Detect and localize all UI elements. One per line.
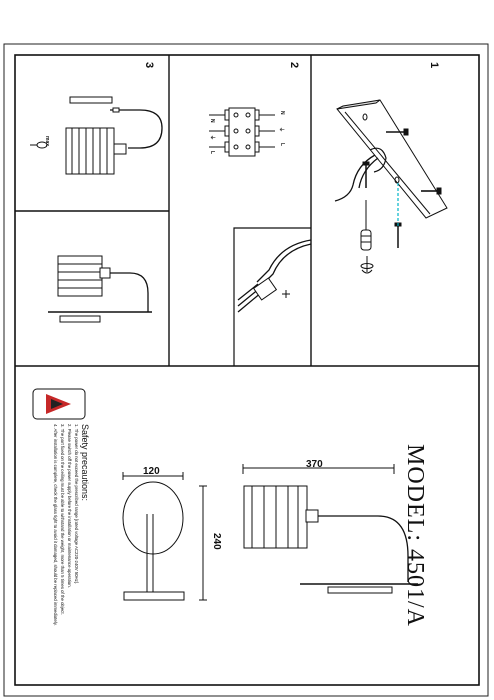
wire-label-earth-right: ⏚ [278,127,284,133]
step1-mounting-drawing [334,99,448,274]
safety-line-1: 1. The power do not exceed the prescribe… [74,424,79,585]
dimension-height-label: 240 [211,533,222,550]
safety-line-2: 2. Please switch off the power supply be… [67,424,72,588]
safety-line-4: 4. After installation is complete, check… [53,424,58,626]
model-title: MODEL: 4501/A [402,444,428,627]
wire-label-n-left: N [209,119,215,123]
wire-label-n-right: N [279,111,285,115]
step-number-1: 1 [428,62,440,69]
wire-label-l-right: L [279,143,285,147]
warning-icon [32,388,86,420]
safety-title: Safety precautions: [80,424,90,502]
step-number-3: 3 [143,62,155,69]
dimension-width-label: 370 [306,459,323,470]
dimension-depth-label: 120 [143,466,160,477]
dimension-drawing-front [242,464,418,594]
outer-border [3,43,489,697]
wire-label-l-left: L [209,151,215,154]
dimension-drawing-side [122,472,207,601]
step-number-2: 2 [288,62,300,69]
step2-wiring-drawing [209,107,312,313]
wire-label-earth-left: ⏚ [209,135,216,140]
lamp-front-drawing [48,255,152,323]
safety-line-3: 3. The part fixed on the ceiling must be… [60,424,65,615]
bulb-max-label: max [44,136,50,147]
step3-lamp-drawing [30,96,163,175]
inner-border [14,54,480,686]
